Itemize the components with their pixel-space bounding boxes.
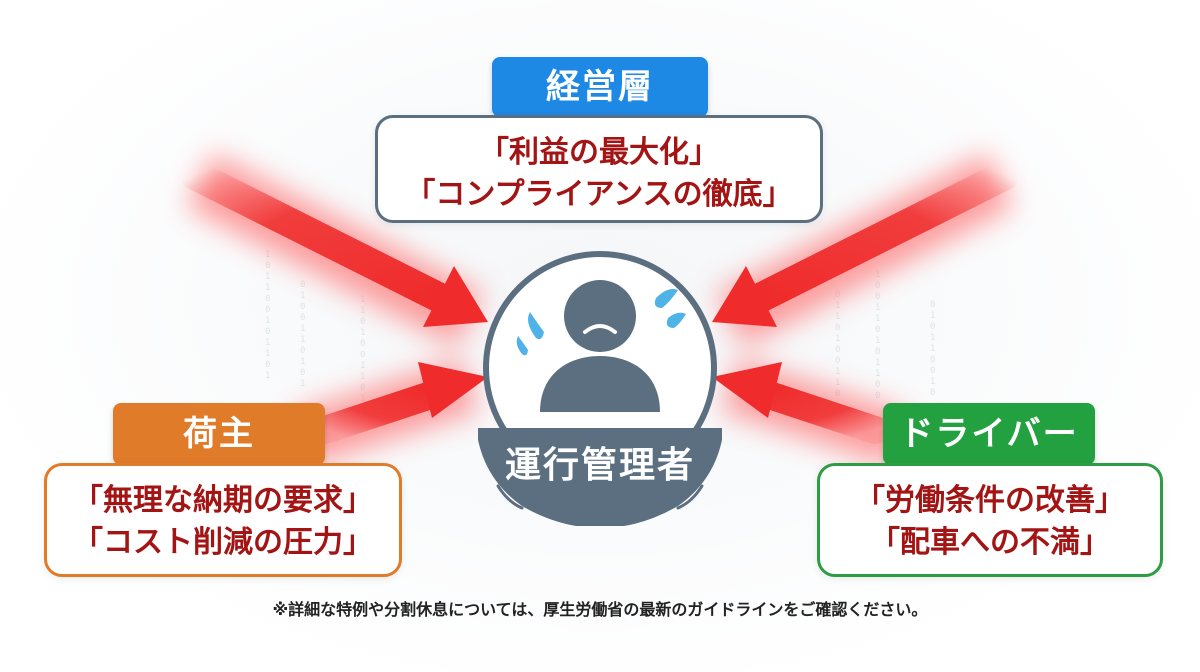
shipper-quote-card: 「無理な納期の要求」 「コスト削減の圧力」 [44, 463, 402, 577]
sweat-drop-icon [516, 289, 686, 356]
background-digits-right-2: 0 1 0 1 1 0 0 1 0 [930, 300, 936, 398]
management-quote-2: 「コンプライアンスの徹底」 [405, 177, 793, 212]
background-digits-left: 1 0 1 1 0 0 1 0 1 1 0 1 [265, 250, 271, 381]
arrow-left [311, 362, 488, 444]
manager-figure [476, 246, 724, 528]
shipper-tag: 荷主 [113, 403, 325, 465]
driver-quote-1: 「労働条件の改善」 [855, 483, 1125, 518]
driver-quote-2: 「配車への不満」 [870, 525, 1110, 560]
arrow-right [712, 362, 889, 444]
arrow-top-right [712, 160, 1020, 327]
shipper-quote-1: 「無理な納期の要求」 [73, 483, 373, 518]
worried-person-icon [476, 251, 724, 528]
driver-quote-card: 「労働条件の改善」 「配車への不満」 [817, 463, 1163, 577]
management-tag: 経営層 [492, 57, 708, 117]
management-quote-1: 「利益の最大化」 [479, 135, 719, 170]
background-digits-left-2: 0 1 0 0 1 1 0 1 0 1 [300, 280, 306, 389]
arrow-top-left [180, 160, 488, 327]
shipper-quote-2: 「コスト削減の圧力」 [73, 525, 373, 560]
footnote: ※詳細な特例や分割休息については、厚生労働省の最新のガイドラインをご確認ください… [272, 600, 928, 619]
driver-tag: ドライバー [883, 403, 1095, 465]
management-quote-card: 「利益の最大化」 「コンプライアンスの徹底」 [375, 115, 823, 223]
